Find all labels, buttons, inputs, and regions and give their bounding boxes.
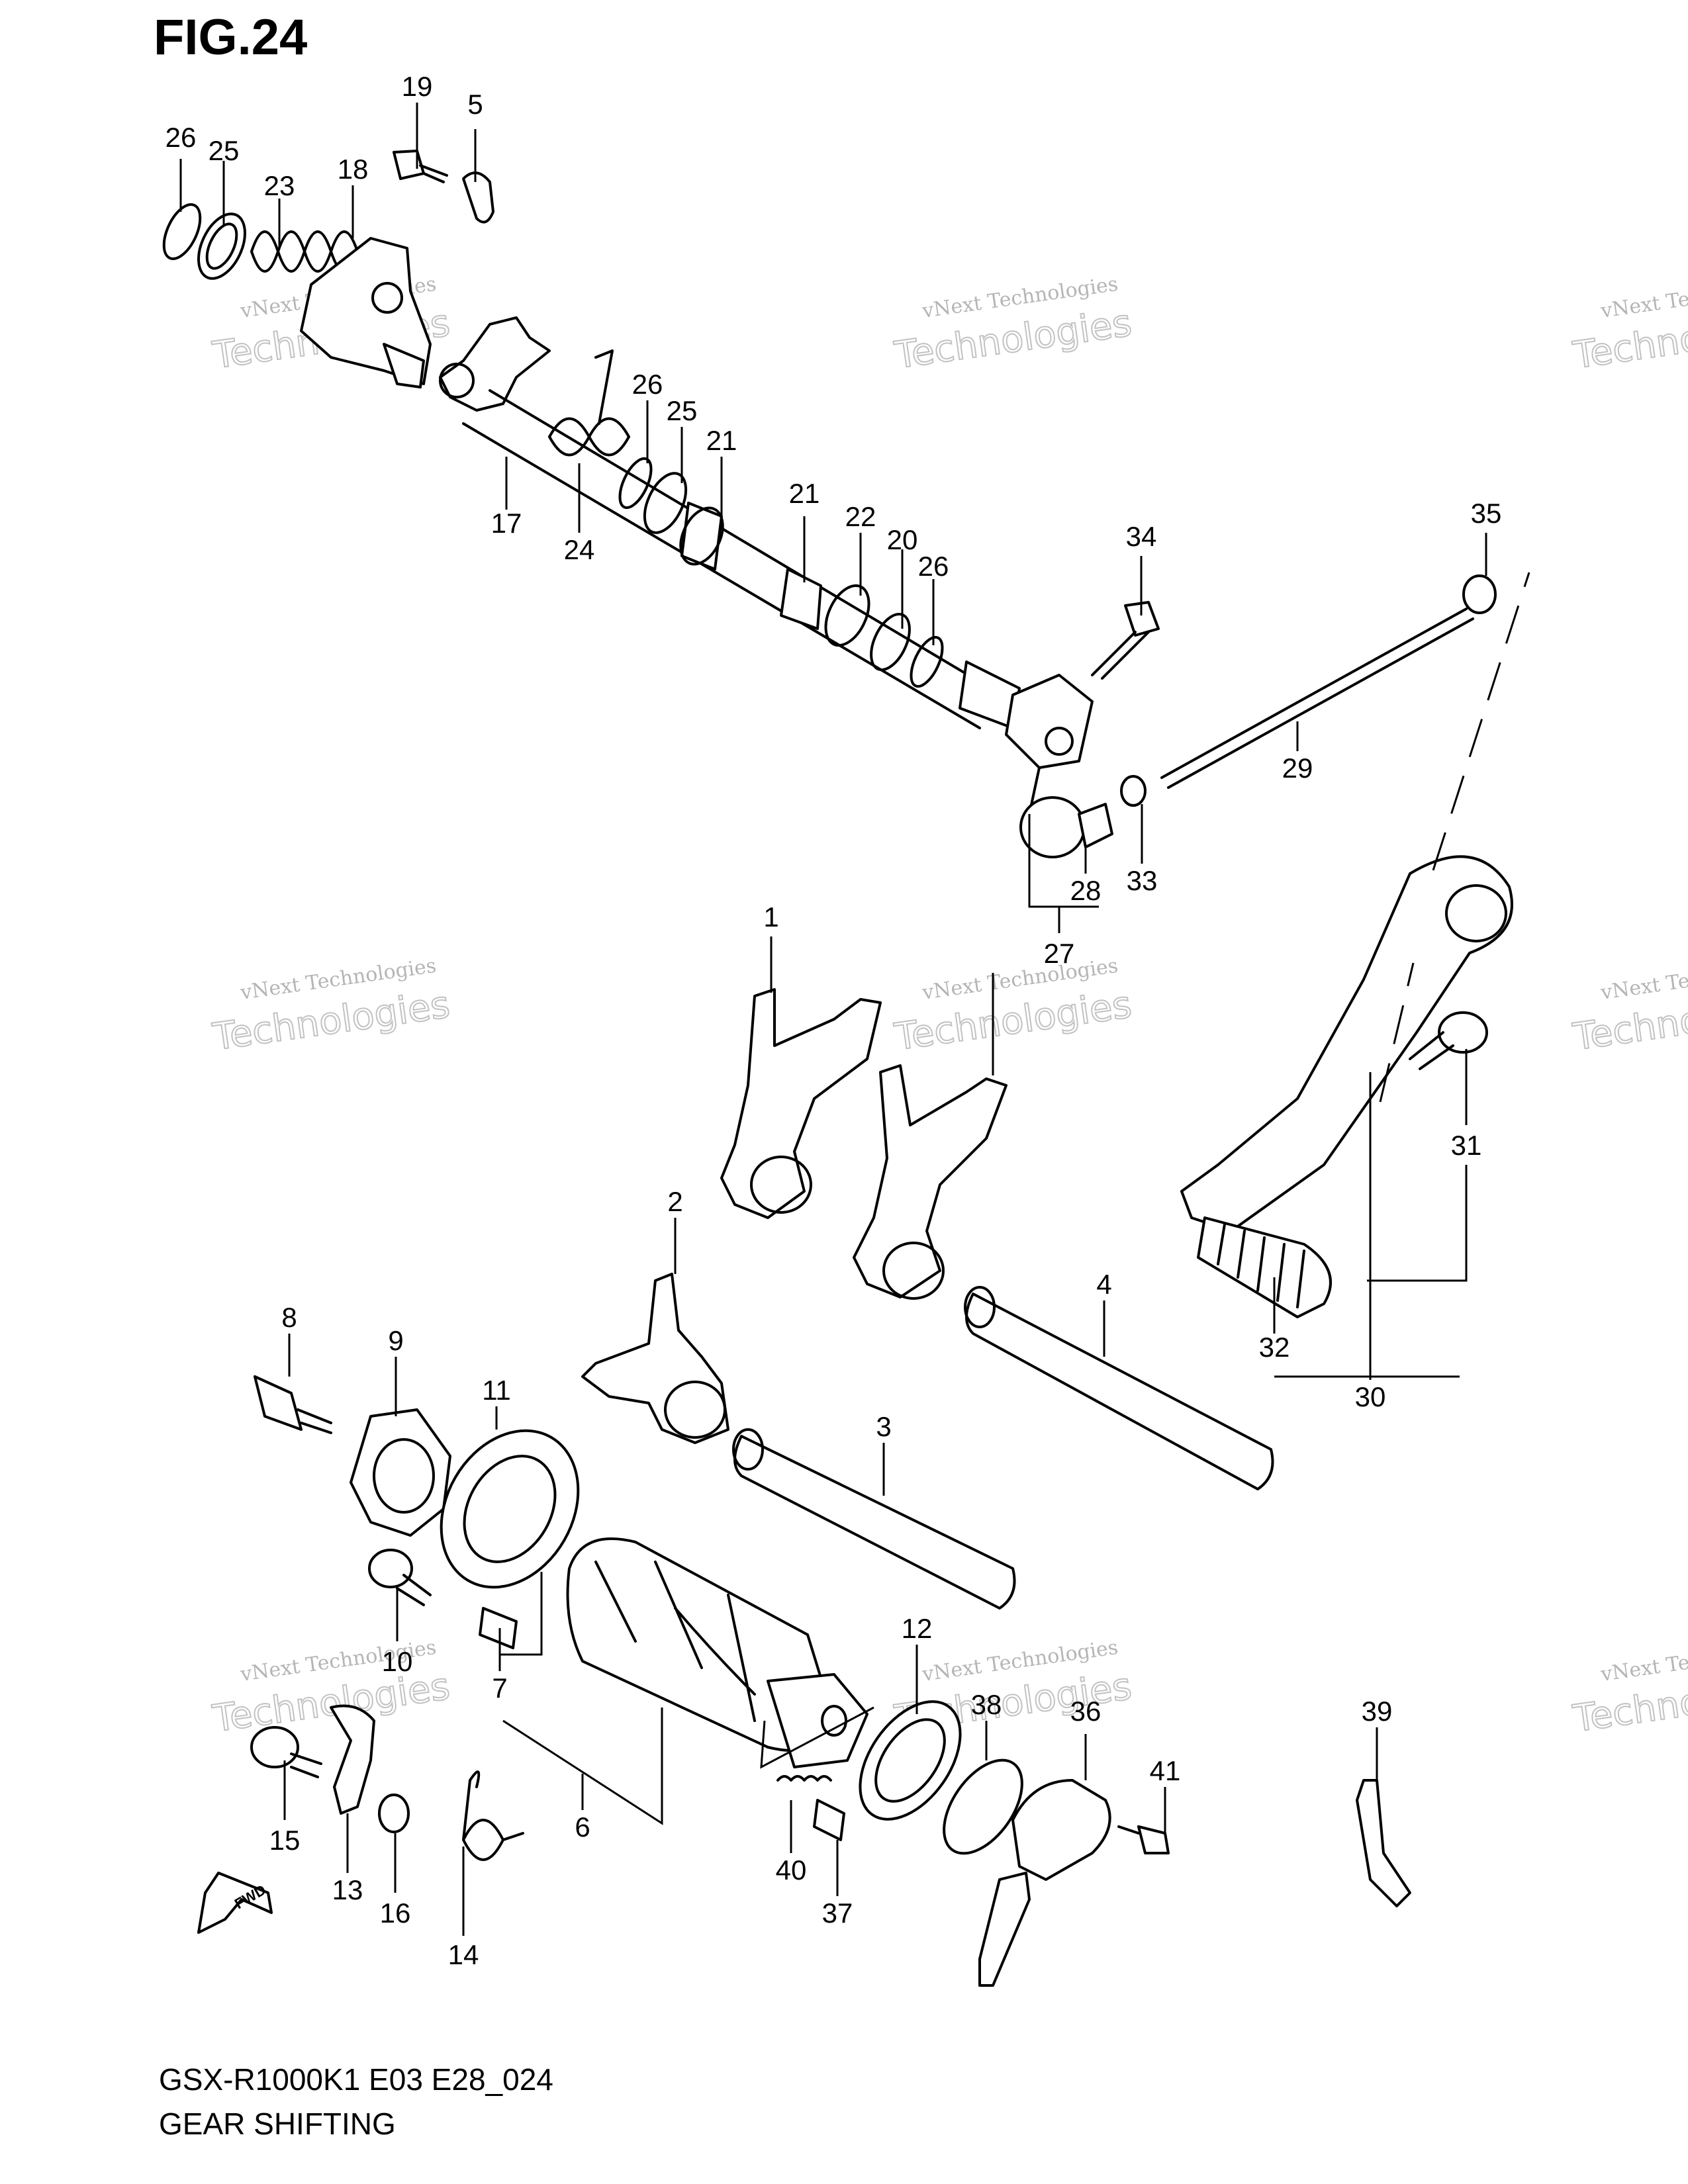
callout-27: 27 xyxy=(1044,938,1075,969)
callout-40: 40 xyxy=(776,1854,807,1886)
callout-12: 12 xyxy=(902,1613,933,1644)
shift-link-assembly xyxy=(1005,574,1497,858)
shift-shaft-assembly xyxy=(162,150,1021,729)
svg-text:vNext Technologies: vNext Technologies xyxy=(1599,954,1688,1005)
callout-16: 16 xyxy=(380,1897,411,1929)
parts-illustration: FWD xyxy=(162,150,1513,1987)
model-code: GSX-R1000K1 E03 E28_024 xyxy=(159,2062,553,2097)
svg-text:vNext Technologies: vNext Technologies xyxy=(1599,1636,1688,1686)
callout-26: 26 xyxy=(165,122,197,153)
callout-25: 25 xyxy=(209,135,240,166)
section-title: GEAR SHIFTING xyxy=(159,2107,396,2141)
callout-37: 37 xyxy=(822,1897,853,1929)
leader-lines xyxy=(179,103,1530,1936)
gearshift-lever xyxy=(1180,855,1513,1318)
shift-forks xyxy=(581,988,1008,1444)
callout-31: 31 xyxy=(1451,1130,1482,1161)
callout-4: 4 xyxy=(1096,1269,1111,1300)
callout-8: 8 xyxy=(281,1302,297,1333)
callout-labels: 19 5 26 25 18 23 26 25 21 21 22 20 26 17… xyxy=(165,71,1502,1970)
callout-7: 7 xyxy=(492,1672,507,1704)
gearshift-cam-parts xyxy=(254,1375,580,1649)
callout-33: 33 xyxy=(1127,865,1158,896)
callout-14: 14 xyxy=(448,1939,479,1970)
callout-28: 28 xyxy=(1070,875,1102,906)
figure-label: FIG.24 xyxy=(154,9,307,66)
callout-32: 32 xyxy=(1259,1332,1290,1363)
callout-41: 41 xyxy=(1150,1755,1181,1786)
callout-30: 30 xyxy=(1355,1381,1386,1412)
callout-13: 13 xyxy=(332,1874,363,1905)
callout-25: 25 xyxy=(667,395,698,426)
callout-36: 36 xyxy=(1070,1696,1102,1727)
callout-26: 26 xyxy=(918,551,949,582)
callout-21: 21 xyxy=(789,478,820,509)
callout-6: 6 xyxy=(575,1811,590,1843)
callout-11: 11 xyxy=(482,1375,511,1406)
gearshift-cam-drum xyxy=(566,1537,868,1768)
callout-15: 15 xyxy=(269,1825,301,1856)
callout-1: 1 xyxy=(763,901,778,933)
callout-39: 39 xyxy=(1362,1696,1393,1727)
callout-34: 34 xyxy=(1126,521,1157,552)
svg-text:vNext Technologies: vNext Technologies xyxy=(1599,273,1688,323)
callout-2: 2 xyxy=(667,1186,682,1217)
callout-38: 38 xyxy=(971,1689,1002,1720)
fwd-arrow-icon: FWD xyxy=(197,1872,273,1934)
callout-22: 22 xyxy=(845,501,876,532)
fork-shafts xyxy=(732,1286,1274,1610)
callout-23: 23 xyxy=(264,170,295,201)
callout-9: 9 xyxy=(388,1325,403,1356)
callout-29: 29 xyxy=(1282,752,1313,784)
callout-20: 20 xyxy=(887,524,918,555)
callout-35: 35 xyxy=(1471,498,1502,529)
callout-21: 21 xyxy=(706,425,737,456)
callout-10: 10 xyxy=(382,1646,413,1677)
cam-end-parts xyxy=(859,1700,1411,1987)
callout-26: 26 xyxy=(632,369,663,400)
callout-19: 19 xyxy=(402,71,433,102)
callout-24: 24 xyxy=(564,534,595,565)
cam-stopper-parts xyxy=(250,1704,845,1861)
callout-5: 5 xyxy=(467,89,483,120)
callout-3: 3 xyxy=(876,1411,891,1442)
callout-17: 17 xyxy=(491,508,522,539)
callout-18: 18 xyxy=(338,154,369,185)
